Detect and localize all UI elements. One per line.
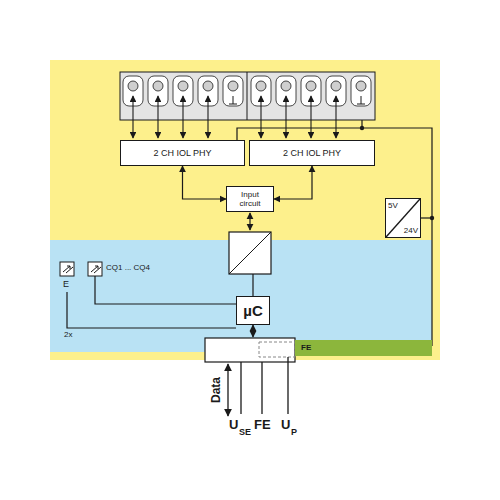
signal-name: FE [254,418,271,431]
fe-band: FE [295,340,432,356]
signal-subscript: P [291,428,297,437]
count-label: 2x [64,331,72,339]
supply-wire [421,217,432,218]
logic-wire [252,274,253,296]
ground-symbol [357,96,365,104]
terminal-clamp [223,76,243,106]
terminal-screw [281,81,291,91]
led-symbol [91,266,101,273]
led-symbol [63,266,73,273]
node-text: 24V [404,226,418,235]
node-text: Input circuit [231,190,269,208]
terminal-clamp [351,76,371,106]
signal-wire [182,96,183,138]
converter-diagonal [229,232,271,274]
signal-wire [157,96,158,138]
bus-connector [183,166,227,199]
data-line [227,364,228,416]
fe-contact [259,342,295,357]
terminal-screw [178,81,188,91]
power-converter-box: 5V 24V [385,198,421,238]
terminal-screw [228,81,238,91]
terminal-screw [153,81,163,91]
phy-box: 2 CH IOL PHY [120,140,245,166]
led-icon [88,262,102,276]
bus-connector [274,166,312,199]
node-text: µC [243,302,262,319]
bus-interface [205,338,295,362]
signal-name: U [281,418,290,431]
signal-wire [207,96,208,138]
bus-arrow [249,213,250,230]
led-wire [67,276,236,328]
node-text: 2 CH IOL PHY [283,148,341,158]
signal-wire [335,96,336,138]
node-text: 5V [388,201,398,210]
node-text: FE [301,343,311,352]
signal-wire [260,96,261,138]
terminal-screw [256,81,266,91]
signal-name: U [229,418,238,431]
fe-line [261,362,262,414]
terminal-screw [128,81,138,91]
junction-dot [360,126,364,130]
housing-panel [50,60,440,360]
signal-wire [285,96,286,138]
terminal-screw [306,81,316,91]
terminal-screw [331,81,341,91]
supply-line [240,362,241,414]
signal-wire [132,96,133,138]
phy-box: 2 CH IOL PHY [249,140,375,166]
led-icon [60,262,74,276]
terminal-divider [247,72,248,120]
terminal-screw [356,81,366,91]
isolation-converter [229,232,271,274]
led-label: CQ1 ... CQ4 [106,264,150,272]
signal-name: Data [210,377,222,403]
terminal-screw [203,81,213,91]
signal-wire [310,96,311,138]
ground-symbol [229,96,237,104]
input-circuit-box: Input circuit [226,186,274,212]
led-label: E [63,280,69,289]
node-text: 2 CH IOL PHY [153,148,211,158]
bus-arrow [252,325,253,337]
microcontroller-box: µC [236,296,270,325]
supply-line [287,357,288,414]
signal-subscript: SE [239,428,251,437]
